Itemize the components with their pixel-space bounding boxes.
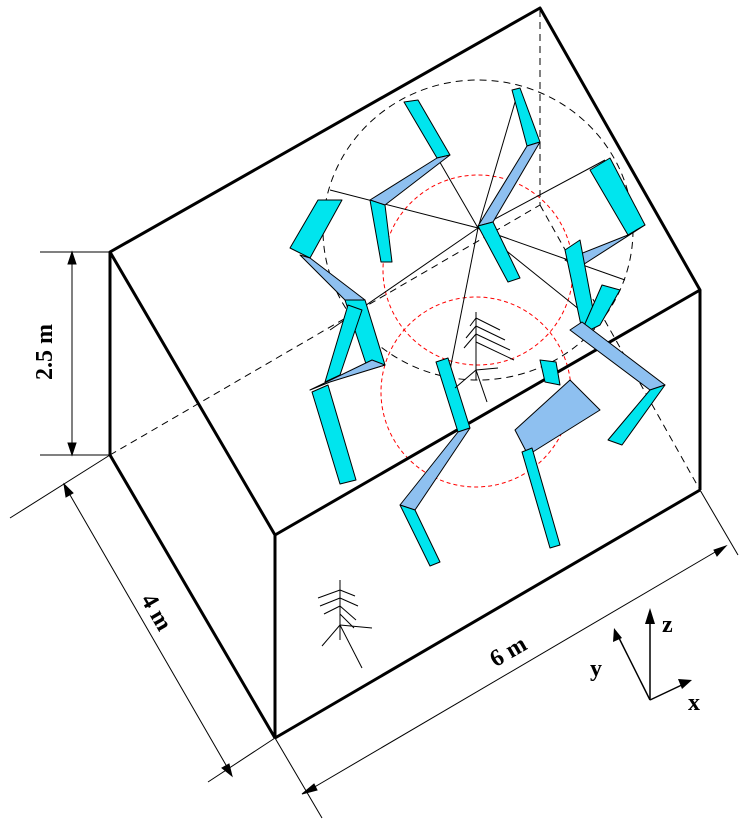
- depth-dimension: [9, 454, 276, 783]
- height-label: 2.5 m: [32, 324, 58, 380]
- hidden-edges: [109, 10, 701, 491]
- y-axis-label: y: [590, 656, 602, 682]
- z-arrowhead: [645, 608, 655, 624]
- room-edges: [108, 6, 702, 740]
- brackets: [289, 87, 666, 567]
- antenna-icon: [454, 312, 515, 403]
- width-label: 6 m: [486, 631, 532, 673]
- axes-icon: [615, 612, 687, 701]
- z-axis-label: z: [662, 612, 673, 638]
- x-axis-label: x: [688, 690, 700, 716]
- height-dimension: [40, 250, 110, 457]
- y-arrowhead: [613, 628, 622, 642]
- x-arrowhead: [678, 679, 692, 689]
- width-dimension: [274, 489, 739, 819]
- antenna-icon: [317, 580, 373, 669]
- depth-label: 4 m: [135, 590, 177, 636]
- upper-red-circle: [382, 174, 574, 366]
